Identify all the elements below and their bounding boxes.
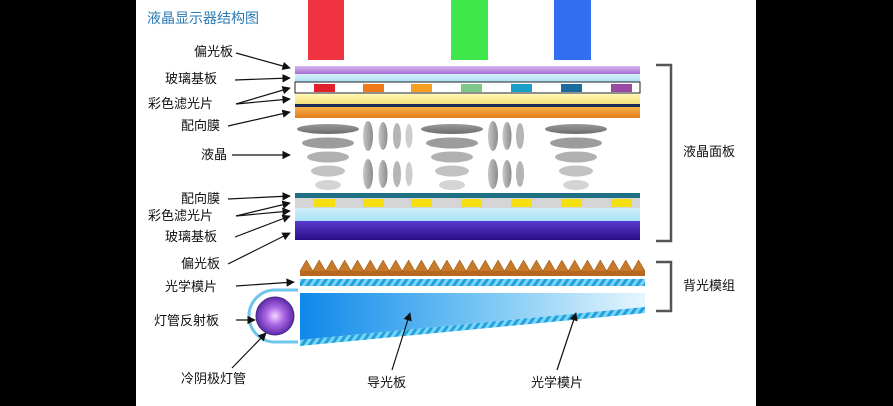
color-filter-yellow-band <box>295 94 640 104</box>
green-light-bar <box>451 0 488 60</box>
arrow-ccfl <box>231 332 267 369</box>
label-ccfl: 冷阴极灯管 <box>181 372 246 387</box>
backlight-bracket <box>656 260 673 313</box>
bottom-filter-cell <box>363 199 384 207</box>
label-bottom-alignment: 配向膜 <box>181 191 220 207</box>
arrow-light-guide <box>391 312 412 371</box>
arrow-bottom-glass <box>235 207 291 217</box>
top-alignment-layer <box>295 107 640 118</box>
liquid-crystal-molecules <box>297 121 607 190</box>
label-top-glass: 玻璃基板 <box>165 72 217 87</box>
label-bottom-glass: 玻璃基板 <box>165 230 217 245</box>
label-liquid-crystal: 液晶 <box>201 148 227 163</box>
color-filter-cell <box>363 84 384 92</box>
label-optical-film-bottom: 光学模片 <box>531 375 583 391</box>
prism-sheet-teeth <box>299 259 646 272</box>
label-lamp-reflector: 灯管反射板 <box>154 313 219 329</box>
arrow-color-filter <box>235 86 291 105</box>
arrow-top-polarizer <box>235 52 291 71</box>
color-filter-cell <box>561 84 582 92</box>
arrow-optical-film-left <box>235 278 295 287</box>
label-top-alignment: 配向膜 <box>181 118 220 134</box>
ccfl-lamp <box>255 296 295 336</box>
lc-group-1 <box>297 124 359 190</box>
color-filter-cells <box>314 84 632 92</box>
label-optical-film-left: 光学模片 <box>165 279 217 295</box>
red-light-bar <box>308 0 344 60</box>
lc-group-3 <box>421 124 483 190</box>
arrow-bottom-polarizer <box>227 232 291 265</box>
arrow-bottom-alignment <box>227 192 291 201</box>
arrow-bottom-color-filter <box>235 200 291 217</box>
lc-group-2 <box>363 121 413 189</box>
top-polarizer-layer <box>295 66 640 74</box>
label-bottom-polarizer: 偏光板 <box>181 257 220 272</box>
arrow-color-filter-2 <box>235 95 291 105</box>
bottom-filter-cell <box>611 199 632 207</box>
bottom-filter-cell <box>461 199 482 207</box>
lcd-panel-bracket <box>656 63 673 243</box>
label-color-filter: 彩色滤光片 <box>148 96 213 112</box>
label-light-guide: 导光板 <box>367 376 406 391</box>
color-filter-cell <box>314 84 335 92</box>
color-filter-cell <box>511 84 532 92</box>
bottom-filter-cell <box>314 199 335 207</box>
bottom-alignment-layer <box>295 193 640 198</box>
bottom-glass-layer <box>295 208 640 221</box>
arrow-optical-film-bottom <box>556 312 578 371</box>
bottom-color-filter-cells <box>314 199 632 207</box>
diagram-title: 液晶显示器结构图 <box>147 11 259 27</box>
bottom-polarizer-layer <box>295 221 640 240</box>
light-guide-plate <box>300 293 645 340</box>
arrow-top-alignment <box>227 109 291 127</box>
black-matrix-line <box>295 104 640 107</box>
top-glass-layer <box>295 74 640 82</box>
optical-film-top <box>300 279 645 286</box>
bottom-filter-cell <box>561 199 582 207</box>
label-top-polarizer: 偏光板 <box>194 45 233 60</box>
color-filter-cell <box>411 84 432 92</box>
lc-group-4 <box>488 121 524 189</box>
lc-group-5 <box>545 124 607 190</box>
optical-film-bottom-strip <box>300 307 645 346</box>
arrow-bottom-glass-2 <box>234 214 291 238</box>
bottom-filter-cell <box>411 199 432 207</box>
color-filter-cell <box>461 84 482 92</box>
backlight-module-label: 背光模组 <box>683 279 735 294</box>
lcd-panel-label: 液晶面板 <box>683 145 735 160</box>
label-bottom-color-filter: 彩色滤光片 <box>148 208 213 224</box>
bottom-filter-cell <box>511 199 532 207</box>
color-filter-cell <box>611 84 632 92</box>
leader-arrows <box>227 52 578 371</box>
prism-sheet-base <box>300 270 645 276</box>
arrow-top-glass <box>234 74 291 83</box>
blue-light-bar <box>554 0 591 60</box>
